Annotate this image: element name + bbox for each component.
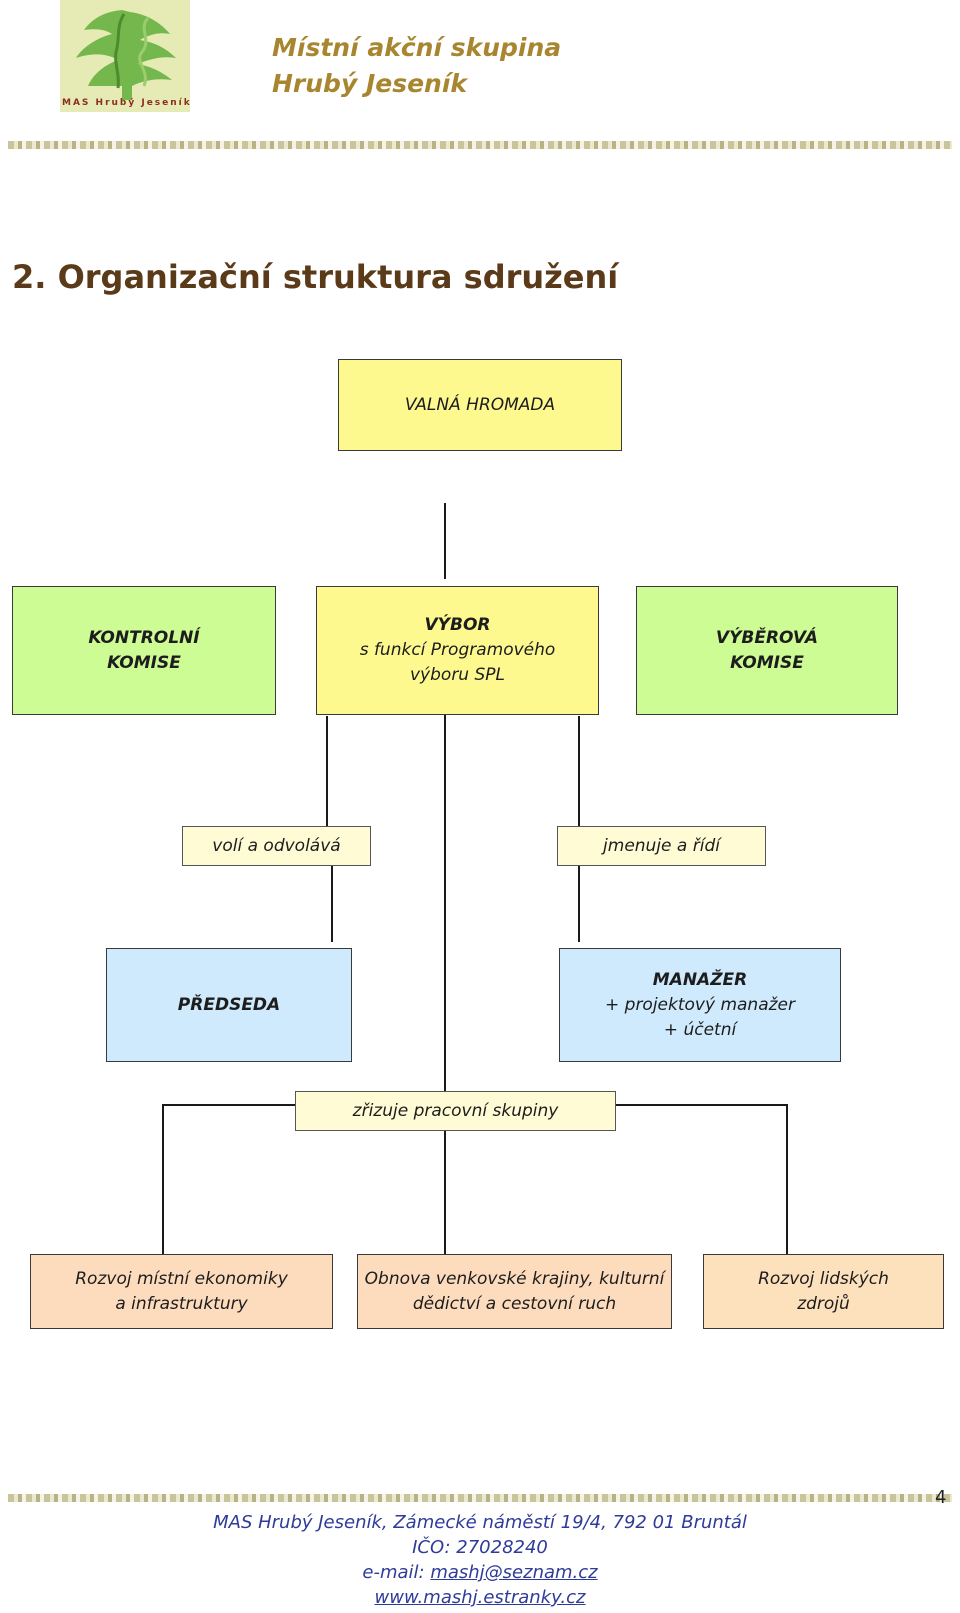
kontrolni-komise-box: KONTROLNÍ KOMISE [12, 586, 276, 715]
header-title: Místní akční skupina Hrubý Jeseník [272, 30, 561, 102]
header-divider [8, 141, 952, 149]
valna-hromada-box: VALNÁ HROMADA [338, 359, 622, 451]
connector-line [786, 1104, 788, 1254]
group-lidske-zdroje-line2: zdrojů [797, 1293, 850, 1314]
connector-line [615, 1104, 787, 1106]
jmenuje-a-ridi-label: jmenuje a řídí [603, 835, 720, 856]
predseda-box: PŘEDSEDA [106, 948, 352, 1062]
vybor-line3: výboru SPL [410, 665, 505, 685]
header-title-line1: Místní akční skupina [272, 33, 562, 62]
connector-line [331, 866, 333, 942]
page-title: 2. Organizační struktura sdružení [12, 258, 619, 296]
manazer-line2: + projektový manažer [605, 994, 795, 1015]
kontrolni-komise-line2: KOMISE [107, 652, 181, 673]
jmenuje-a-ridi-box: jmenuje a řídí [557, 826, 766, 866]
group-lidske-zdroje-line1: Rozvoj lidských [758, 1268, 889, 1289]
group-krajina-line1: Obnova venkovské krajiny, kulturní [364, 1268, 665, 1289]
footer-divider [8, 1494, 952, 1502]
zrizuje-box: zřizuje pracovní skupiny [295, 1091, 616, 1131]
footer-email-label: e-mail: [362, 1562, 431, 1583]
vybor-line2: s funkcí Programového [359, 640, 556, 660]
footer-email: e-mail: mashj@seznam.cz [0, 1560, 960, 1585]
manazer-title: MANAŽER [652, 969, 748, 990]
manazer-box: MANAŽER + projektový manažer + účetní [559, 948, 841, 1062]
connector-line [578, 716, 580, 826]
predseda-label: PŘEDSEDA [177, 994, 281, 1015]
kontrolni-komise-line1: KONTROLNÍ [88, 627, 200, 648]
vyberova-komise-line1: VÝBĚROVÁ [715, 627, 819, 648]
zrizuje-label: zřizuje pracovní skupiny [352, 1100, 559, 1121]
tree-logo-icon [76, 10, 176, 100]
connector-line [444, 503, 446, 579]
page-number: 4 [935, 1487, 947, 1508]
connector-line [326, 716, 328, 826]
group-krajina-line2: dědictví a cestovní ruch [412, 1293, 617, 1314]
logo-text: MAS Hrubý Jeseník [62, 98, 192, 108]
voli-a-odvolava-label: volí a odvolává [212, 835, 341, 856]
website-link[interactable]: www.mashj.estranky.cz [374, 1587, 586, 1608]
connector-line [162, 1104, 164, 1254]
group-ekonomika-line1: Rozvoj místní ekonomiky [75, 1268, 288, 1289]
logo: MAS Hrubý Jeseník [60, 0, 190, 112]
group-ekonomika-line2: a infrastruktury [115, 1293, 248, 1314]
valna-hromada-label: VALNÁ HROMADA [404, 394, 556, 415]
vybor-title: VÝBOR [424, 615, 491, 635]
vyberova-komise-box: VÝBĚROVÁ KOMISE [636, 586, 898, 715]
connector-line [162, 1104, 297, 1106]
vybor-box: VÝBOR s funkcí Programového výboru SPL [316, 586, 599, 715]
footer-ico: IČO: 27028240 [412, 1537, 548, 1558]
header-title-line2: Hrubý Jeseník [272, 69, 468, 98]
connector-line [444, 683, 446, 1258]
group-lidske-zdroje-box: Rozvoj lidských zdrojů [703, 1254, 944, 1329]
footer-web: www.mashj.estranky.cz [0, 1585, 960, 1610]
voli-a-odvolava-box: volí a odvolává [182, 826, 371, 866]
manazer-line3: + účetní [663, 1019, 737, 1040]
footer-address: MAS Hrubý Jeseník, Zámecké náměstí 19/4,… [213, 1512, 747, 1533]
vyberova-komise-line2: KOMISE [730, 652, 804, 673]
connector-line [578, 866, 580, 942]
group-ekonomika-box: Rozvoj místní ekonomiky a infrastruktury [30, 1254, 333, 1329]
group-krajina-box: Obnova venkovské krajiny, kulturní dědic… [357, 1254, 672, 1329]
email-link[interactable]: mashj@seznam.cz [430, 1562, 598, 1583]
